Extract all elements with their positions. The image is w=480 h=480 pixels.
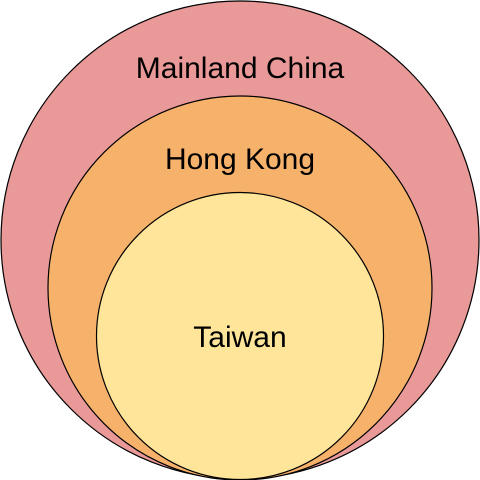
label-hong-kong: Hong Kong <box>165 143 315 176</box>
label-taiwan: Taiwan <box>193 321 286 354</box>
label-mainland-china: Mainland China <box>136 52 345 85</box>
